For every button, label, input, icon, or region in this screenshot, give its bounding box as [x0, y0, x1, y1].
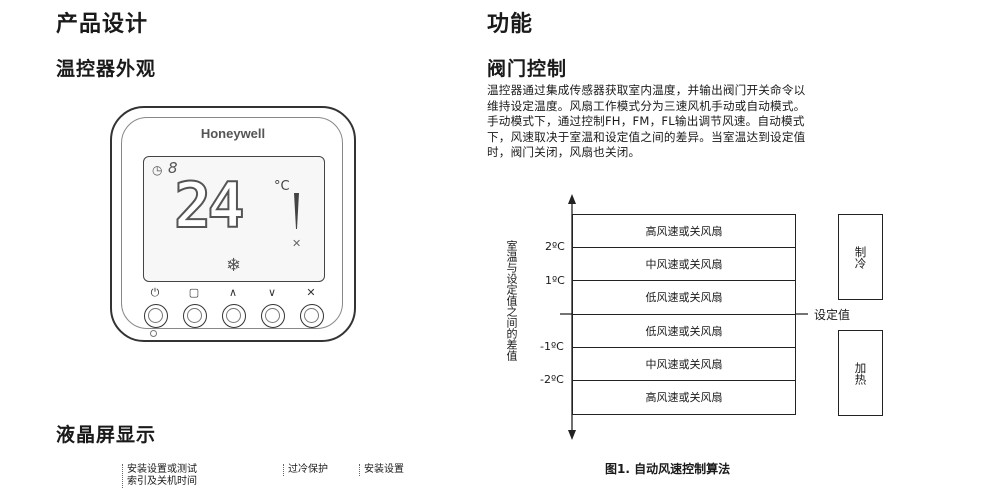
row-mid-speed-heating: 中风速或关风扇: [572, 347, 796, 382]
section-title-function: 功能: [487, 12, 534, 37]
heating-box: 加热: [838, 330, 883, 416]
timer-digit: 8: [168, 159, 178, 177]
row-low-speed-heating: 低风速或关风扇: [572, 314, 796, 349]
lcd-note-setup: 安装设置: [359, 464, 404, 476]
paragraph-line: 下，风速取决于室温和设定值之间的差异。当室温达到设定值: [487, 129, 806, 144]
valve-control-heading: 阀门控制: [487, 58, 568, 80]
down-icon: ∨: [267, 286, 277, 299]
lcd-note-line: 索引及关机时间: [127, 476, 197, 487]
paragraph-line: 手动模式下，通过控制FH，FM，FL输出调节风速。自动模式: [487, 114, 805, 128]
up-icon: ∧: [228, 286, 238, 299]
down-button[interactable]: [261, 304, 285, 328]
cooling-box: 制冷: [838, 214, 883, 300]
row-low-speed-cooling: 低风速或关风扇: [572, 280, 796, 315]
y-axis-arrow-up: [568, 194, 576, 204]
mode-button[interactable]: [183, 304, 207, 328]
thermostat-device: Honeywell ◷ 8 24 °C ✕ ❄ ⏻ ▢ ∧ ∨ ✕: [110, 106, 356, 342]
tick-label-minus-2: -2ºC: [540, 373, 564, 386]
status-led: [150, 330, 157, 337]
paragraph-line: 维持设定温度。风扇工作模式分为三速风机手动或自动模式。: [487, 98, 806, 113]
lcd-display-heading: 液晶屏显示: [56, 424, 157, 446]
row-high-speed-heating: 高风速或关风扇: [572, 380, 796, 415]
fan-icon: ✕: [306, 286, 316, 299]
clock-icon: ◷: [152, 163, 163, 177]
y-axis-arrow-down: [568, 430, 576, 440]
setpoint-label: 设定值: [814, 308, 851, 322]
snowflake-icon: ❄: [226, 255, 242, 276]
figure-caption: 图1. 自动风速控制算法: [605, 462, 731, 476]
tick-label-minus-1: -1ºC: [540, 340, 564, 353]
lcd-note-install: 安装设置或测试 索引及关机时间: [122, 464, 197, 488]
y-axis-label: 室温与设定值之间的差值: [505, 240, 518, 361]
paragraph-line: 时，阀门关闭，风扇也关闭。: [487, 145, 641, 159]
up-button[interactable]: [222, 304, 246, 328]
power-icon: ⏻: [150, 286, 160, 299]
lcd-screen: ◷ 8 24 °C ✕ ❄: [143, 156, 325, 282]
fan-icon-small: ✕: [292, 237, 302, 250]
tick-label-2: 2ºC: [545, 240, 565, 253]
power-button[interactable]: [144, 304, 168, 328]
section-title-product-design: 产品设计: [56, 12, 149, 37]
mode-icon: ▢: [188, 286, 200, 299]
temperature-unit: °C: [274, 179, 290, 194]
thermostat-appearance-heading: 温控器外观: [56, 58, 157, 80]
lcd-note-line: 安装设置或测试: [127, 464, 197, 475]
lcd-note-overcool: 过冷保护: [283, 464, 328, 476]
tick-label-1: 1ºC: [545, 274, 565, 287]
valve-control-paragraph: 温控器通过集成传感器获取室内温度，并输出阀门开关命令以 维持设定温度。风扇工作模…: [487, 83, 907, 161]
fan-button[interactable]: [300, 304, 324, 328]
brand-logo: Honeywell: [200, 126, 266, 141]
fan-speed-bar-icon: [294, 193, 299, 229]
paragraph-line: 温控器通过集成传感器获取室内温度，并输出阀门开关命令以: [487, 83, 806, 97]
row-high-speed-cooling: 高风速或关风扇: [572, 214, 796, 249]
temperature-readout: 24: [173, 169, 246, 242]
device-bezel: [121, 117, 343, 329]
row-mid-speed-cooling: 中风速或关风扇: [572, 247, 796, 282]
